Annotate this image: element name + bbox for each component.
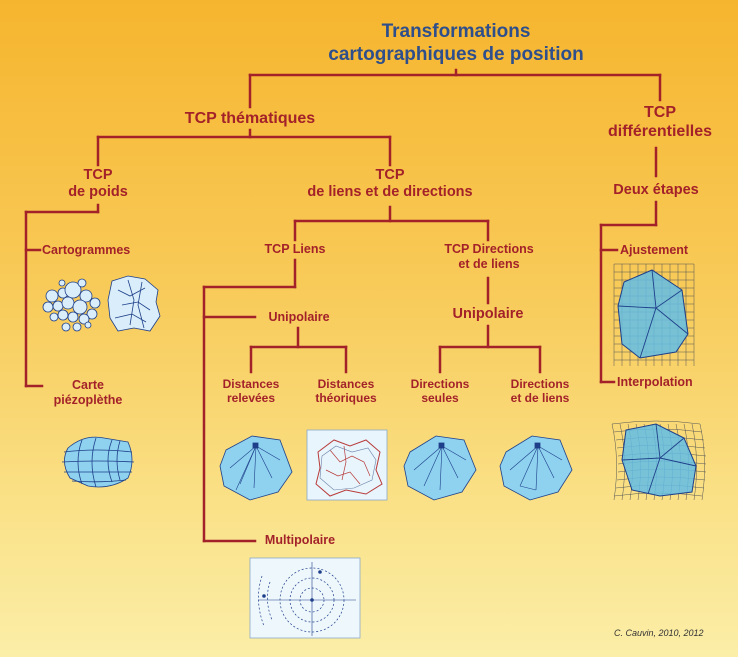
adjustment-grid-map-icon (613, 263, 695, 366)
node-directions-only-line-1: Directions (410, 377, 470, 391)
node-directions-line-1: TCP Directions (444, 242, 534, 256)
piezopleth-map-icon (61, 436, 135, 488)
node-measured-distances-line-1: Distances (222, 377, 280, 391)
node-interpolation: Interpolation (617, 375, 693, 389)
node-links-directions-line-2: de liens et de directions (307, 184, 473, 201)
node-multipolar: Multipolaire (264, 533, 336, 547)
node-piezopleth-line-1: Carte (72, 378, 104, 392)
title-line-2: cartographiques de position (328, 43, 584, 65)
directions-links-map-icon (499, 435, 573, 501)
node-weight-line-2: de poids (68, 184, 128, 201)
directions-connector (438, 276, 542, 374)
node-directions: TCP Directions et de liens (424, 242, 554, 272)
root-connector (248, 68, 662, 109)
node-thematic: TCP thématiques (184, 110, 316, 127)
node-measured-distances-line-2: relevées (226, 391, 276, 406)
node-weight: TCP de poids (48, 167, 148, 201)
directions-only-map-icon (403, 435, 477, 501)
node-directions-links-line-2: et de liens (510, 391, 570, 406)
node-directions-only: Directions seules (400, 377, 480, 405)
differential-connector (599, 146, 658, 384)
credit-text: C. Cauvin, 2010, 2012 (614, 628, 704, 638)
node-differential-line-1: TCP (644, 104, 676, 121)
node-piezopleth-line-2: piézoplèthe (53, 392, 123, 407)
node-directions-line-2: et de liens (458, 256, 520, 271)
node-piezopleth: Carte piézoplèthe (38, 378, 138, 408)
cartogram-circles-icon (42, 278, 101, 332)
links-connector (202, 258, 348, 543)
node-two-steps: Deux étapes (613, 182, 699, 198)
node-differential: TCP différentielles (590, 104, 730, 142)
multipolar-map-icon (249, 557, 361, 639)
node-differential-line-2: différentielles (607, 122, 713, 140)
cartogram-distorted-icon (107, 275, 161, 332)
node-directions-links: Directions et de liens (498, 377, 582, 405)
node-links: TCP Liens (264, 242, 326, 256)
node-theoretical-distances: Distances théoriques (304, 377, 388, 405)
thematic-connector (96, 128, 392, 167)
node-theoretical-distances-line-2: théoriques (315, 391, 377, 406)
diagram-title: Transformations cartographiques de posit… (306, 21, 606, 67)
node-adjustment: Ajustement (620, 243, 689, 257)
weight-connector (24, 203, 100, 388)
node-directions-unipolar: Unipolaire (452, 306, 524, 322)
node-links-directions-line-1: TCP (375, 167, 405, 183)
measured-distances-map-icon (219, 435, 293, 501)
node-directions-links-line-1: Directions (510, 377, 570, 391)
node-weight-line-1: TCP (83, 167, 113, 183)
node-measured-distances: Distances relevées (211, 377, 291, 405)
node-theoretical-distances-line-1: Distances (317, 377, 375, 391)
theoretical-distances-map-icon (306, 429, 388, 501)
node-links-unipolar: Unipolaire (268, 310, 330, 324)
interpolation-grid-map-icon (611, 420, 707, 501)
node-directions-only-line-2: seules (421, 391, 459, 406)
title-line-1: Transformations (381, 21, 531, 42)
node-links-directions: TCP de liens et de directions (280, 167, 500, 201)
links-directions-connector (293, 205, 490, 242)
node-cartograms: Cartogrammes (42, 243, 131, 257)
